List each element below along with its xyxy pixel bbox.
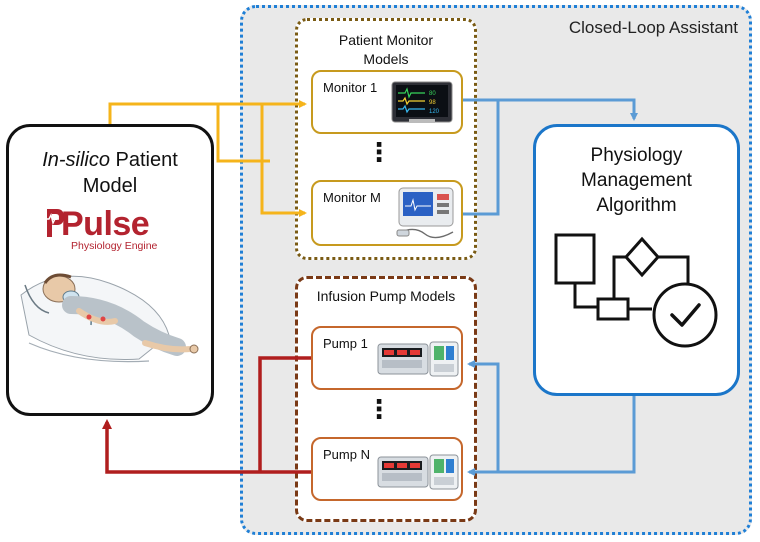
pulse-logo-icon	[44, 209, 64, 237]
pump-to-patient-arrows	[102, 356, 311, 474]
monitor-group-title-line2: Models	[363, 51, 409, 67]
pulse-logo-subtitle: Physiology Engine	[71, 240, 158, 252]
monitor-group-title-line1: Patient Monitor	[338, 32, 434, 48]
svg-text:98: 98	[429, 100, 436, 106]
pump-1-label: Pump 1	[323, 336, 368, 351]
flowchart-icon	[554, 233, 718, 348]
patient-title-italic: In-silico	[42, 149, 110, 171]
svg-text:80: 80	[429, 91, 436, 97]
patient-title-line2: Model	[82, 175, 138, 197]
svg-text:120: 120	[429, 109, 440, 115]
closed-loop-assistant-title: Closed-Loop Assistant	[568, 18, 738, 37]
pump-1-box: Pump 1	[311, 326, 463, 390]
monitor-device-icon: 80 98 120	[391, 81, 453, 123]
monitor-1-label: Monitor 1	[323, 80, 378, 95]
monitor-to-algorithm-arrows	[463, 98, 638, 216]
algorithm-title-line1: Physiology	[590, 145, 683, 166]
algorithm-to-pump-arrows	[467, 360, 636, 476]
pump-n-label: Pump N	[323, 447, 370, 462]
algorithm-title: Physiology Management Algorithm	[536, 143, 737, 218]
monitor-1-box: Monitor 1 80 98 120	[311, 70, 463, 134]
algorithm-title-line3: Algorithm	[596, 195, 677, 216]
patient-to-monitor-arrows	[108, 100, 307, 217]
infusion-pump-icon	[377, 341, 459, 377]
infusion-pump-icon	[377, 454, 459, 490]
infusion-pump-models-title: Infusion Pump Models	[316, 288, 456, 304]
monitor-m-label: Monitor M	[323, 190, 381, 205]
patient-title-rest: Patient	[109, 149, 178, 171]
monitor-m-box: Monitor M	[311, 180, 463, 246]
pulse-logo-word: Pulse	[61, 205, 150, 243]
patient-monitor-models-title: Patient Monitor Models	[298, 31, 474, 69]
patient-model-title: In-silico Patient Model	[9, 147, 211, 199]
checkmark-icon	[652, 282, 718, 348]
pump-n-box: Pump N	[311, 437, 463, 501]
physiology-management-algorithm-box: Physiology Management Algorithm	[533, 124, 740, 396]
monitor-device-icon	[396, 187, 454, 239]
algorithm-title-line2: Management	[581, 170, 692, 191]
patient-model-box: In-silico Patient Model Pulse Physiology…	[6, 124, 214, 416]
patient-illustration-icon	[20, 273, 199, 363]
